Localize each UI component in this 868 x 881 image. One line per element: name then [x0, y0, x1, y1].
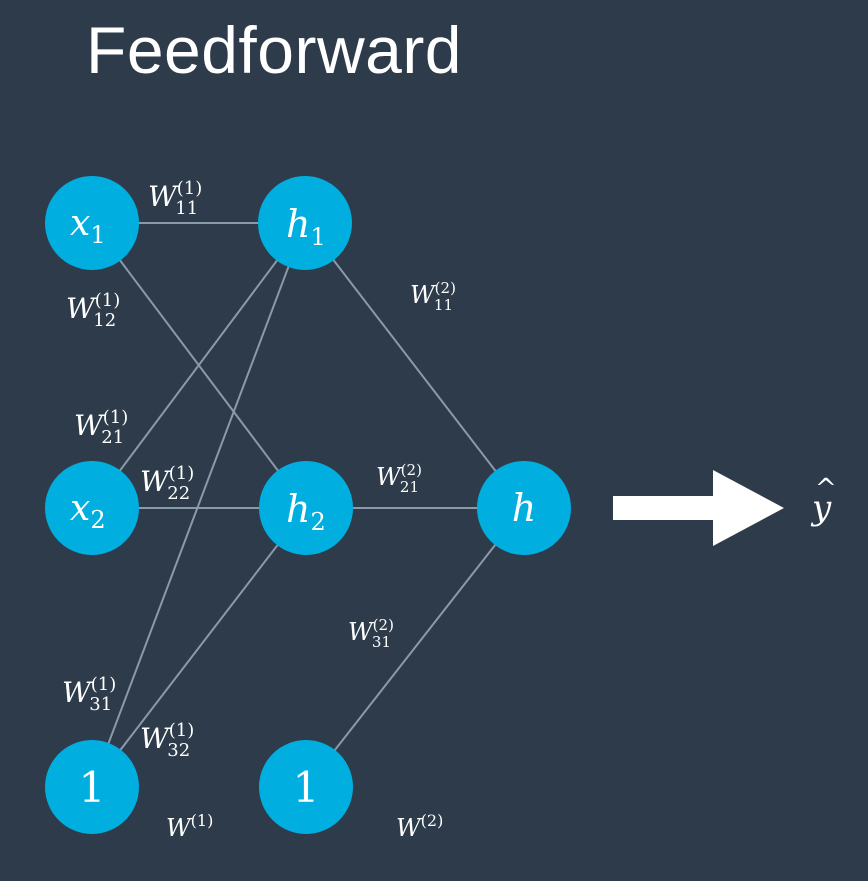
node-h	[477, 461, 571, 555]
edge-bias2-h	[305, 507, 525, 788]
hat-accent: ^	[815, 474, 837, 504]
node-h2-label: h2	[286, 487, 326, 536]
weight-w31-1: W(1)31	[62, 674, 116, 715]
weight-labels: W(1)11 W(1)12 W(2)11 W(1)21 W(1)22 W(2)2…	[62, 178, 456, 842]
node-bias2	[259, 740, 353, 834]
node-h1-label: h1	[286, 202, 326, 251]
weight-matrix-w2: W(2)	[396, 811, 443, 842]
node-h2	[259, 461, 353, 555]
weight-w11-2: W(2)11	[410, 279, 456, 314]
weight-w31-2: W(2)31	[348, 616, 394, 651]
weight-w11-1: W(1)11	[148, 178, 202, 219]
node-h-label: h	[512, 486, 536, 530]
weight-w32-1: W(1)32	[140, 720, 194, 761]
right-arrow-icon	[613, 470, 784, 546]
page-title: Feedforward	[86, 13, 463, 87]
nodes	[45, 176, 571, 834]
weight-w12-1: W(1)12	[66, 290, 120, 331]
output-y-hat: ^ y	[812, 474, 837, 528]
edge-x2-h1	[91, 222, 306, 509]
node-h1	[258, 176, 352, 270]
output-symbol: y	[812, 488, 832, 528]
weight-w21-1: W(1)21	[74, 407, 128, 448]
weight-matrix-w1: W(1)	[166, 811, 213, 842]
node-x1	[45, 176, 139, 270]
node-x2-label: x2	[70, 488, 106, 534]
node-bias1	[45, 740, 139, 834]
edge-bias1-h1	[91, 222, 306, 788]
node-x2	[45, 461, 139, 555]
node-x1-label: x1	[70, 203, 106, 249]
edge-h1-h	[304, 222, 525, 509]
node-bias2-label: 1	[293, 763, 320, 812]
weight-w21-2: W(2)21	[376, 461, 422, 496]
weight-w22-1: W(1)22	[140, 463, 194, 504]
node-bias1-label: 1	[79, 763, 106, 812]
edge-bias1-h2	[91, 507, 307, 788]
